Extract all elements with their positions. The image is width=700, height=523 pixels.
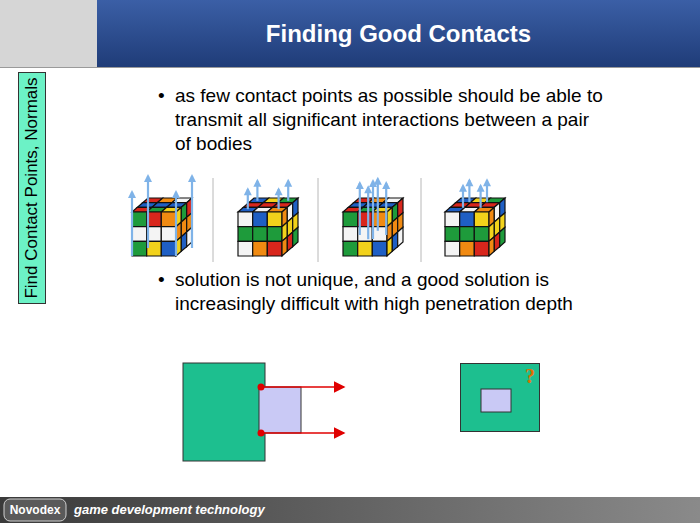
header-corner — [0, 0, 97, 67]
header-rule — [0, 67, 700, 68]
bullet-text: solution is not unique, and a good solut… — [175, 268, 605, 316]
slide-title: Finding Good Contacts — [97, 0, 700, 67]
shallow-penetration-figure — [183, 363, 344, 461]
normal-arrows — [244, 179, 292, 209]
rubiks-cube — [132, 198, 192, 256]
footer-text: game development technology — [74, 499, 265, 521]
cube-separators — [213, 178, 421, 262]
deep-penetration-box: ? — [460, 363, 540, 432]
normal-arrows — [459, 178, 491, 208]
side-band: Find Contact Points, Normals — [18, 72, 46, 304]
rubiks-cube — [445, 198, 505, 256]
question-mark: ? — [525, 365, 535, 387]
band-label: Find Contact Points, Normals — [22, 77, 42, 298]
bullet-mark: • — [158, 84, 165, 108]
cube-illustrations — [128, 174, 505, 256]
bullet-mark: • — [158, 268, 165, 292]
logo-badge — [4, 499, 66, 521]
bullet-text: as few contact points as possible should… — [175, 84, 605, 156]
footer-bar — [0, 497, 700, 523]
normal-arrows — [356, 177, 390, 239]
normal-arrows — [128, 174, 196, 256]
logo-text: Novodex — [4, 499, 66, 521]
title-bar — [97, 0, 700, 67]
